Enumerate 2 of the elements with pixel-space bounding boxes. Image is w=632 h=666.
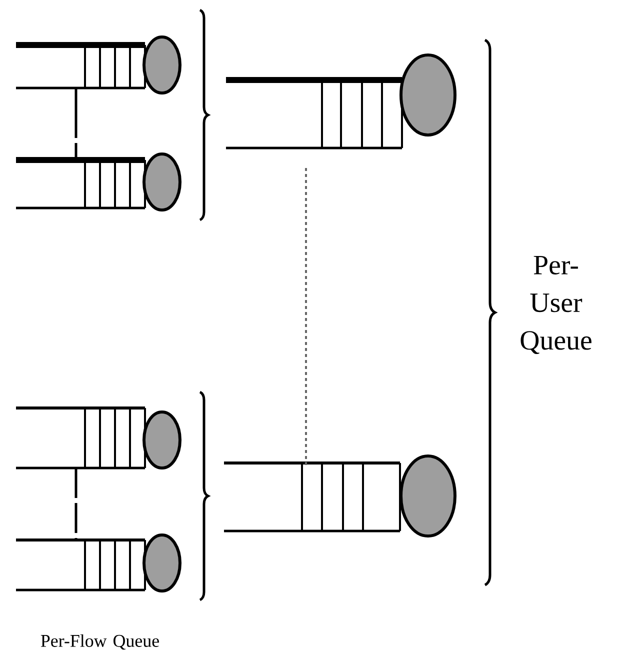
label: Per-Flow Queue — [40, 634, 159, 650]
label: Per-User Queue — [520, 256, 592, 354]
